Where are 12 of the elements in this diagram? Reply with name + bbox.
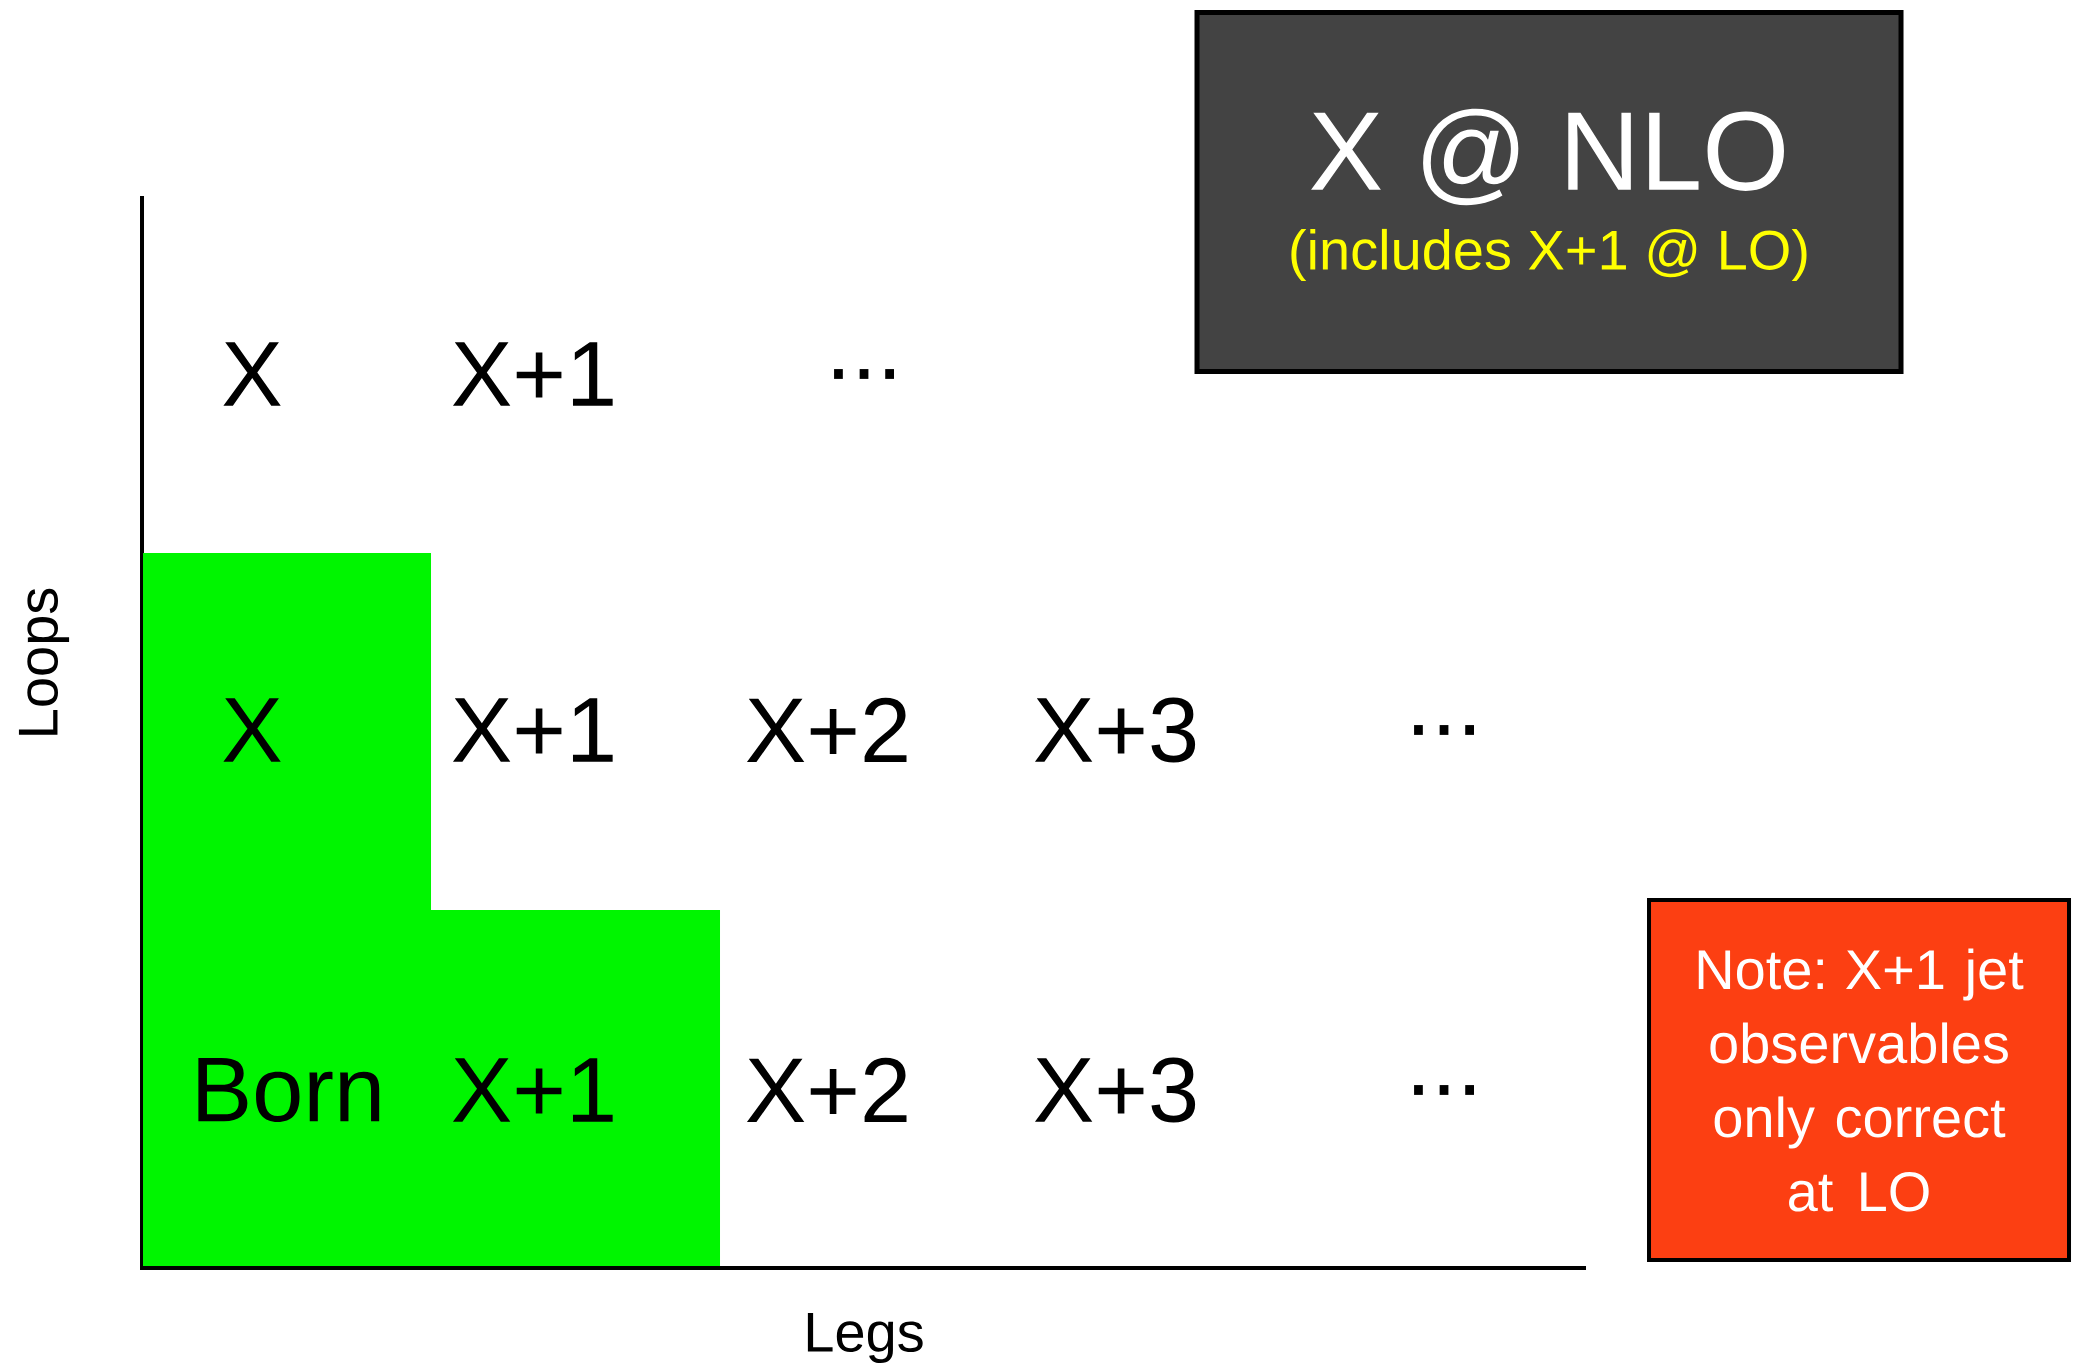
info-box: X @ NLO (includes X+1 @ LO) [1194, 10, 1904, 374]
cell-label: ... [1414, 725, 1474, 735]
cell-label: ... [834, 369, 894, 379]
note-box: Note: X+1 jet observables only correct at LO [1647, 898, 2071, 1262]
axis-label: Legs [807, 1312, 923, 1364]
axis-label: Loops [18, 588, 70, 735]
cell-label: X [223, 342, 281, 406]
cell-label: X+3 [1034, 697, 1196, 763]
cell-label: X+1 [452, 698, 613, 762]
cell-label: X+1 [452, 342, 613, 406]
cell-label: ... [1414, 1085, 1474, 1095]
cell-label: X+3 [1034, 1057, 1196, 1123]
